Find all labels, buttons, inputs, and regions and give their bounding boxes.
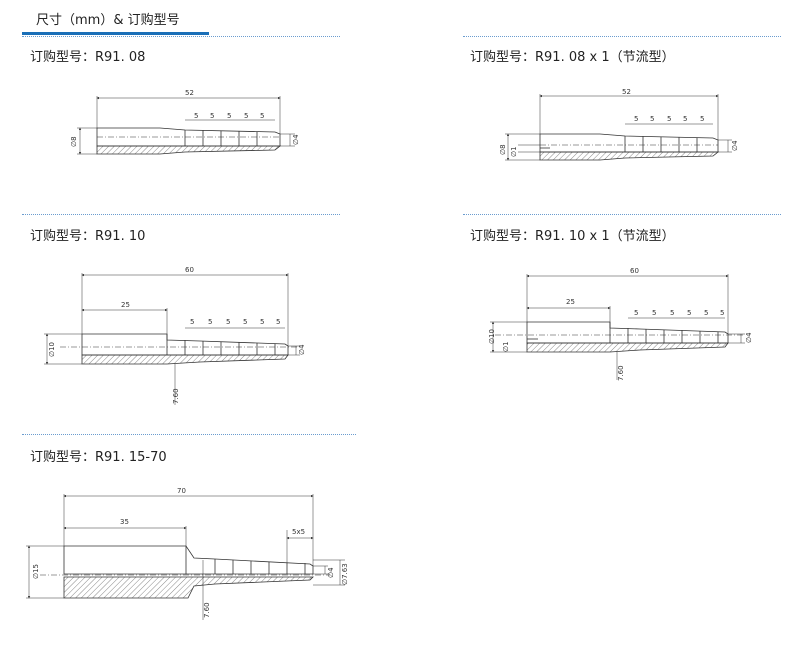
dim-pitch: 5: [260, 318, 264, 326]
divider: [463, 36, 781, 37]
dim-shoulder-diameter: 7.60: [203, 602, 211, 618]
dim-hose-diameter: ∅4: [731, 140, 739, 151]
divider: [22, 214, 340, 215]
drawing-r9108: [77, 96, 295, 155]
section-title-r9108: 订购型号：R91. 08: [30, 50, 146, 65]
dim-shoulder-diameter: 7.60: [617, 365, 625, 381]
dim-pitch: 5: [208, 318, 212, 326]
dim-pitch: 5: [194, 112, 198, 120]
drawing-r9108x1: [505, 94, 732, 161]
dim-pitch: 5: [227, 112, 231, 120]
section-title-r9108x1: 订购型号：R91. 08 x 1（节流型）: [470, 50, 675, 65]
dim-pitch: 5: [670, 309, 674, 317]
dim-hose-diameter: ∅4: [745, 332, 753, 343]
dim-shoulder-diameter: 7.60: [172, 388, 180, 404]
dim-pitch: 5: [704, 309, 708, 317]
dim-hose-diameter: ∅4: [327, 567, 335, 578]
dim-pitch: 5: [210, 112, 214, 120]
dim-pitch: 5: [700, 115, 704, 123]
dim-bore-length: 25: [121, 301, 130, 309]
dim-overall-length: 52: [622, 88, 631, 96]
dim-pitch: 5: [687, 309, 691, 317]
dim-orifice-diameter: ∅1: [502, 341, 510, 352]
dim-pitch: 5: [276, 318, 280, 326]
dim-pitch: 5: [650, 115, 654, 123]
dim-tip-diameter: ∅7.63: [341, 563, 349, 585]
dim-pitch: 5: [683, 115, 687, 123]
dim-pitch: 5: [634, 115, 638, 123]
dim-pitch: 5: [244, 112, 248, 120]
divider: [22, 434, 356, 435]
dim-pitch: 5: [634, 309, 638, 317]
dim-outer-diameter: ∅10: [488, 329, 496, 344]
divider: [463, 214, 781, 215]
dim-pitch: 5: [226, 318, 230, 326]
dim-pitch: 5: [652, 309, 656, 317]
dim-outer-diameter: ∅8: [70, 136, 78, 147]
drawing-r9110x1: [490, 274, 745, 380]
dim-pitch: 5: [260, 112, 264, 120]
dim-bore-length: 25: [566, 298, 575, 306]
dim-hose-diameter: ∅4: [292, 134, 300, 145]
dim-pitch: 5x5: [292, 528, 305, 536]
divider: [22, 36, 340, 37]
dim-outer-diameter: ∅15: [32, 564, 40, 579]
dim-overall-length: 52: [185, 89, 194, 97]
dim-pitch: 5: [667, 115, 671, 123]
dim-outer-diameter: ∅8: [499, 144, 507, 155]
title-accent-bar: [22, 32, 209, 35]
drawing-r9110: [44, 273, 300, 405]
page-title: 尺寸（mm）& 订购型号: [36, 13, 180, 28]
section-title-r9110: 订购型号：R91. 10: [30, 229, 146, 244]
dim-overall-length: 70: [177, 487, 186, 495]
dim-pitch: 5: [190, 318, 194, 326]
section-title-r9115-70: 订购型号：R91. 15-70: [30, 450, 167, 465]
dim-orifice-diameter: ∅1: [510, 146, 518, 157]
dim-overall-length: 60: [185, 266, 194, 274]
dim-hose-diameter: ∅4: [298, 344, 306, 355]
dim-pitch: 5: [243, 318, 247, 326]
section-title-r9110x1: 订购型号：R91. 10 x 1（节流型）: [470, 229, 675, 244]
dim-bore-length: 35: [120, 518, 129, 526]
dim-outer-diameter: ∅10: [48, 342, 56, 357]
dim-overall-length: 60: [630, 267, 639, 275]
dim-pitch: 5: [720, 309, 724, 317]
drawing-r9115-70: [26, 494, 345, 620]
